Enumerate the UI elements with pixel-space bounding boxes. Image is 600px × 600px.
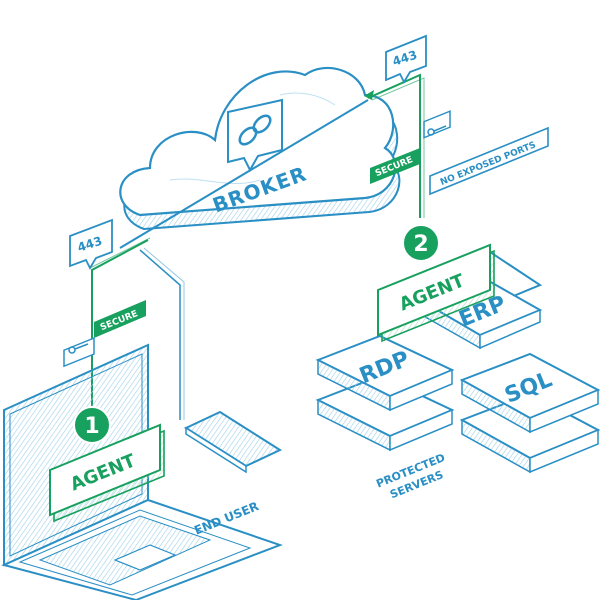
agent-1-badge	[73, 406, 111, 444]
agent-1: AGENT 1	[49, 406, 165, 523]
agent-2: AGENT 2	[377, 224, 495, 343]
link-icon	[227, 98, 283, 173]
no-exposed-ports-tag: NO EXPOSED PORTS	[429, 126, 549, 196]
phone-device	[183, 410, 283, 474]
agent-2-number: 2	[413, 232, 428, 257]
port-tag-right: 443	[385, 34, 427, 84]
agent-2-badge	[402, 224, 440, 262]
broker-cloud: BROKER	[119, 66, 401, 231]
key-icon-right	[423, 110, 451, 139]
server-sql: SQL	[459, 352, 600, 474]
server-rdp: RDP	[315, 334, 455, 452]
laptop	[1, 343, 283, 600]
port-tag-left: 443	[69, 218, 113, 270]
agent-1-number: 1	[84, 414, 99, 439]
key-icon-left	[63, 336, 95, 368]
svg-text:NO EXPOSED PORTS: NO EXPOSED PORTS	[439, 140, 538, 188]
secure-tag-left: SECURE	[94, 300, 146, 338]
connection-lines	[89, 73, 425, 425]
